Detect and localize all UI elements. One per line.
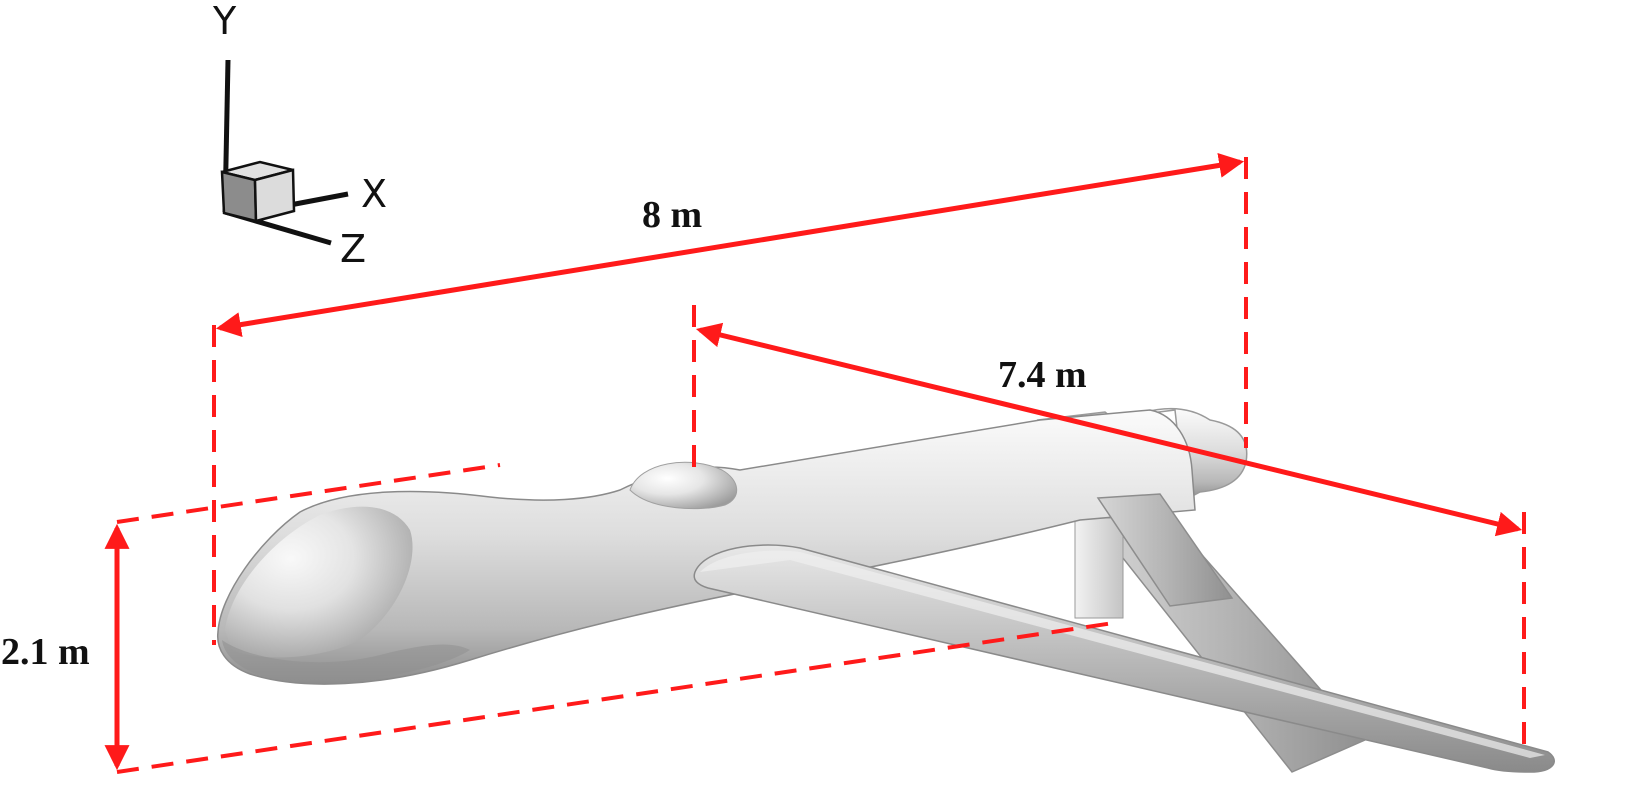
dimension-lines: 8 m 7.4 m 2.1 m	[1, 153, 1526, 774]
span-dimension-arrow	[695, 322, 1523, 537]
orientation-cube	[220, 160, 296, 223]
main-wing	[693, 544, 1555, 773]
height-bottom-extension	[116, 620, 1121, 774]
length-dimension-arrow	[215, 153, 1245, 337]
x-axis-line	[289, 191, 349, 208]
uav-model	[217, 407, 1555, 773]
height-top-extension	[116, 463, 501, 524]
z-axis-label: Z	[340, 227, 366, 271]
wing-leading-edge	[700, 550, 1545, 758]
y-axis-label: Y	[212, 0, 237, 43]
length-label: 8 m	[642, 194, 702, 236]
coordinate-triad: Y X Z	[212, 0, 387, 271]
nose-underside	[222, 640, 470, 682]
nose-dome	[225, 506, 413, 658]
tail-support	[1074, 517, 1124, 619]
span-label: 7.4 m	[998, 354, 1087, 396]
x-axis-label: X	[361, 172, 387, 216]
height-label: 2.1 m	[1, 631, 90, 673]
